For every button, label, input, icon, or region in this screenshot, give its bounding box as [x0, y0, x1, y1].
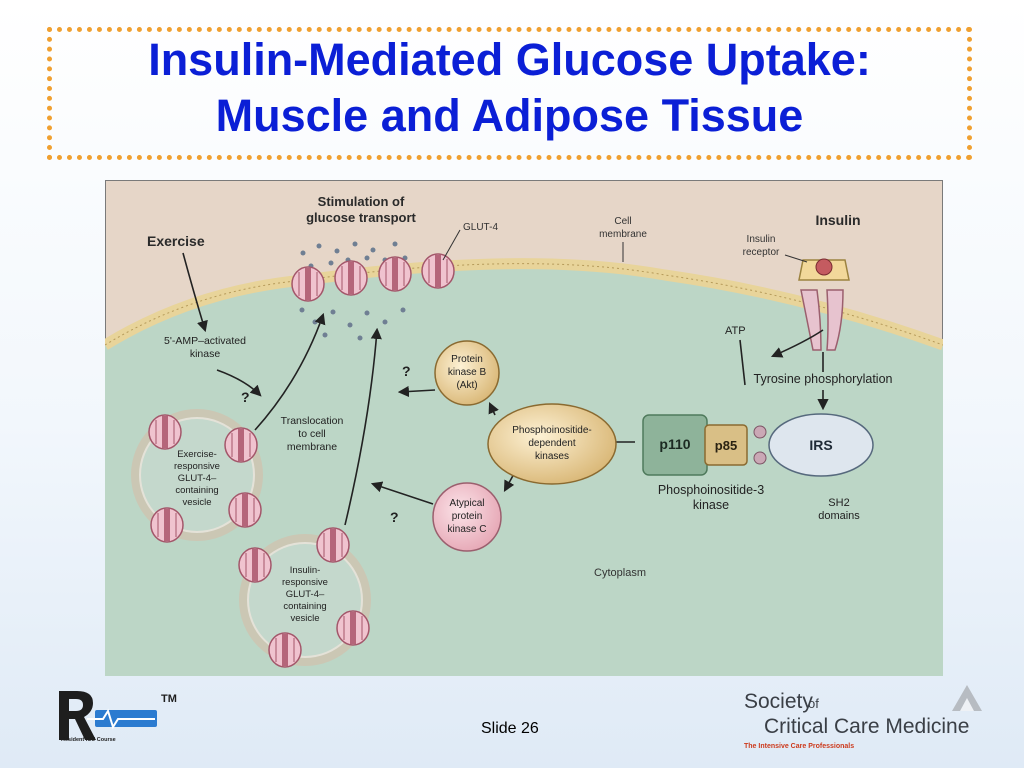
atp-label: ATP	[725, 325, 746, 337]
title-line-2: Muscle and Adipose Tissue	[215, 90, 804, 141]
insulin-receptor-label-1: Insulin	[747, 234, 776, 245]
glucose-uptake-diagram: Protein kinase B (Akt) Phosphoinositide-…	[105, 180, 943, 676]
ricu-tm: TM	[161, 693, 177, 705]
ins-vesicle-label-3: GLUT-4–	[286, 589, 325, 600]
p85-label: p85	[715, 438, 737, 453]
sccm-name: Critical Care Medicine	[764, 715, 969, 738]
exercise-vesicle: Exercise- responsive GLUT-4– containing …	[131, 409, 263, 543]
ins-vesicle-label-1: Insulin-	[290, 565, 321, 576]
insulin-receptor-label-2: receptor	[743, 247, 780, 258]
irs-label: IRS	[809, 437, 832, 453]
ex-vesicle-label-5: vesicle	[182, 497, 211, 508]
pi3k-label-2: kinase	[693, 498, 729, 512]
ampk-label-1: 5'-AMP–activated	[164, 335, 246, 347]
sccm-triangle-inner-icon	[960, 698, 974, 711]
question-mark-apkc: ?	[390, 509, 399, 525]
pdk-label-1: Phosphoinositide-	[512, 425, 592, 436]
ins-vesicle-label-2: responsive	[282, 577, 328, 588]
ex-vesicle-label-1: Exercise-	[177, 449, 217, 460]
glut4-label: GLUT-4	[463, 222, 498, 233]
glut4-leader-line	[442, 229, 461, 261]
stimulation-label-2: glucose transport	[306, 210, 416, 225]
ins-vesicle-label-4: containing	[283, 601, 326, 612]
ekg-line-icon	[87, 708, 155, 730]
insulin-vesicle: Insulin- responsive GLUT-4– containing v…	[238, 527, 371, 668]
insulin-label: Insulin	[815, 212, 860, 228]
tyrosine-label: Tyrosine phosphorylation	[754, 372, 893, 386]
pkb-label-3: (Akt)	[456, 380, 477, 391]
ricu-subtitle: Resident ICU Course	[61, 737, 116, 743]
sccm-tagline: The Intensive Care Professionals	[744, 743, 854, 750]
sccm-logo: Society of Critical Care Medicine The In…	[744, 685, 982, 750]
p110-label: p110	[659, 436, 690, 452]
pdk-node: Phosphoinositide- dependent kinases	[487, 403, 617, 485]
sh2-label-1: SH2	[828, 497, 849, 509]
exercise-label: Exercise	[147, 233, 205, 249]
ex-vesicle-label-4: containing	[175, 485, 218, 496]
membrane-texture	[105, 263, 943, 346]
pkb-label-2: kinase B	[448, 367, 487, 378]
pdk-label-3: kinases	[535, 451, 569, 462]
cell-membrane-label-1: Cell	[614, 216, 631, 227]
sccm-of: of	[808, 696, 819, 711]
translocation-label-2: to cell	[298, 428, 325, 440]
cytoplasm-label: Cytoplasm	[594, 567, 646, 579]
pi3k-complex: p110 p85	[642, 414, 767, 476]
receptor-leader-line	[784, 254, 808, 263]
slide-number: Slide 26	[481, 720, 539, 737]
translocation-label-3: membrane	[287, 441, 337, 453]
title-line-1: Insulin-Mediated Glucose Uptake:	[148, 34, 871, 85]
atypical-pkc-node: Atypical protein kinase C	[432, 482, 502, 552]
stimulation-label-1: Stimulation of	[318, 194, 405, 209]
pdk-label-2: dependent	[528, 438, 575, 449]
sh2-label-2: domains	[818, 510, 860, 522]
ampk-label-2: kinase	[190, 348, 221, 360]
apkc-label-3: kinase C	[448, 524, 487, 535]
irs-node: IRS	[768, 413, 874, 477]
slide-title: Insulin-Mediated Glucose Uptake: Muscle …	[47, 32, 972, 144]
ricu-logo: Resident ICU Course TM	[59, 691, 177, 743]
question-mark-ampk: ?	[241, 389, 250, 405]
question-mark-pkb: ?	[402, 363, 411, 379]
title-frame	[47, 27, 972, 160]
protein-kinase-b-node: Protein kinase B (Akt)	[434, 340, 500, 406]
apkc-label-1: Atypical	[449, 498, 484, 509]
ex-vesicle-label-3: GLUT-4–	[178, 473, 217, 484]
ins-vesicle-label-5: vesicle	[290, 613, 319, 624]
pkb-label-1: Protein	[451, 354, 483, 365]
sccm-society: Society	[744, 690, 813, 713]
apkc-label-2: protein	[452, 511, 483, 522]
ex-vesicle-label-2: responsive	[174, 461, 220, 472]
translocation-label-1: Translocation	[281, 415, 344, 427]
cell-membrane-label-2: membrane	[599, 229, 647, 240]
insulin-receptor	[798, 258, 850, 351]
pi3k-label-1: Phosphoinositide-3	[658, 483, 764, 497]
ricu-r-icon	[59, 691, 96, 740]
